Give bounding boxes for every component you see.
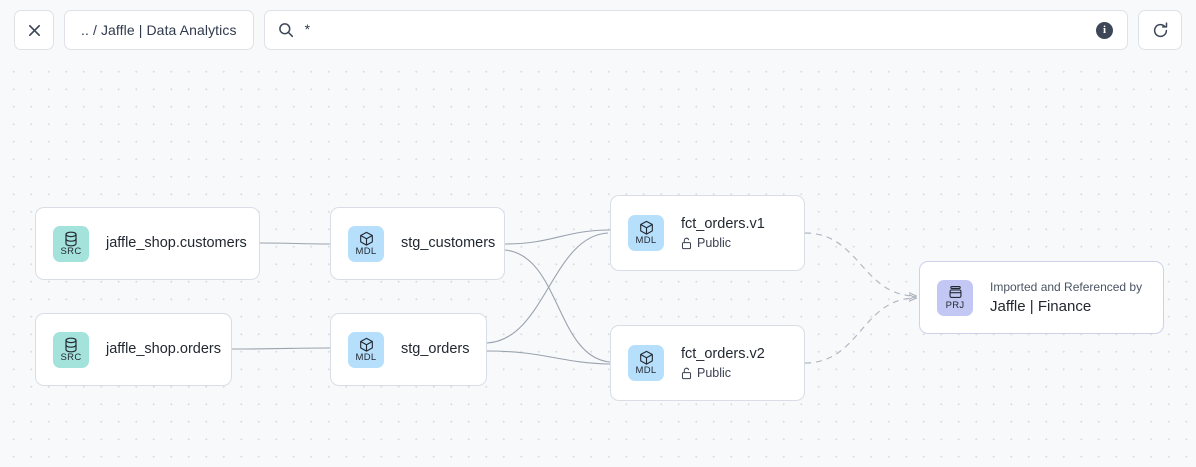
node-text: stg_customers [401, 234, 495, 253]
database-icon [64, 337, 78, 352]
badge-label: MDL [635, 235, 657, 246]
unlock-icon [681, 237, 692, 249]
badge-mdl: MDL [628, 215, 664, 251]
node-title: fct_orders.v2 [681, 345, 765, 362]
breadcrumb[interactable]: .. / Jaffle | Data Analytics [64, 10, 254, 50]
node-fct-orders-v1[interactable]: MDL fct_orders.v1 Public [610, 195, 805, 271]
search-value: * [304, 21, 311, 37]
edge-fctv1-project [804, 232, 916, 296]
cube-icon [639, 350, 654, 365]
project-icon [948, 285, 963, 300]
node-title: fct_orders.v1 [681, 215, 765, 232]
badge-label: SRC [60, 351, 82, 363]
node-text: jaffle_shop.orders [106, 340, 221, 359]
visibility-label: Public [697, 235, 732, 250]
close-button[interactable] [14, 10, 54, 50]
node-stg-orders[interactable]: MDL stg_orders [330, 313, 487, 386]
node-text: jaffle_shop.customers [106, 234, 247, 253]
node-kicker: Imported and Referenced by [990, 279, 1143, 294]
badge-label: MDL [355, 351, 377, 363]
badge-mdl: MDL [348, 331, 384, 368]
badge-mdl: MDL [348, 225, 384, 262]
unlock-icon [681, 367, 692, 379]
badge-label: SRC [60, 245, 82, 257]
node-jaffle-shop-customers[interactable]: SRC jaffle_shop.customers [35, 207, 260, 280]
toolbar: .. / Jaffle | Data Analytics * i [0, 0, 1196, 60]
node-title: jaffle_shop.customers [106, 235, 247, 251]
badge-label: MDL [635, 365, 657, 376]
node-visibility: Public [681, 365, 765, 382]
refresh-button[interactable] [1138, 10, 1182, 50]
cube-icon [359, 231, 374, 246]
node-jaffle-shop-orders[interactable]: SRC jaffle_shop.orders [35, 313, 232, 386]
node-title: stg_customers [401, 235, 496, 251]
badge-label: PRJ [945, 299, 965, 311]
node-fct-orders-v2[interactable]: MDL fct_orders.v2 Public [610, 325, 805, 401]
node-text: fct_orders.v2 Public [681, 345, 765, 382]
info-icon[interactable]: i [1096, 21, 1113, 39]
database-icon [64, 231, 78, 246]
edge-stgcust-fctv1 [504, 229, 611, 245]
cube-icon [359, 337, 374, 352]
edge-customers-stg [259, 242, 331, 245]
edge-fctv2-project [804, 298, 916, 364]
refresh-icon [1153, 21, 1167, 37]
node-text: Imported and Referenced by Jaffle | Fina… [990, 279, 1142, 317]
badge-prj: PRJ [937, 279, 973, 316]
badge-src: SRC [53, 331, 89, 368]
search-input[interactable]: * i [263, 10, 1128, 50]
node-title: jaffle_shop.orders [106, 341, 222, 357]
search-icon [278, 23, 293, 38]
edge-stgorders-fctv1 [486, 232, 609, 344]
close-icon [28, 24, 40, 36]
edge-orders-stg [231, 347, 331, 350]
node-text: fct_orders.v1 Public [681, 215, 765, 252]
node-stg-customers[interactable]: MDL stg_customers [330, 207, 505, 280]
visibility-label: Public [697, 365, 732, 380]
edge-stgcust-fctv2 [504, 249, 611, 363]
edge-stgorders-fctv2 [486, 350, 611, 365]
node-jaffle-finance-project[interactable]: PRJ Imported and Referenced by Jaffle | … [919, 261, 1164, 334]
node-title: stg_orders [401, 341, 470, 357]
breadcrumb-label: .. / Jaffle | Data Analytics [81, 22, 237, 38]
badge-mdl: MDL [628, 345, 664, 381]
node-title: Jaffle | Finance [990, 297, 1092, 315]
badge-src: SRC [53, 225, 89, 262]
node-text: stg_orders [401, 340, 470, 359]
node-visibility: Public [681, 235, 765, 252]
cube-icon [639, 220, 654, 235]
badge-label: MDL [355, 245, 377, 257]
lineage-canvas[interactable]: SRC jaffle_shop.customers SRC jaffle_sho… [0, 60, 1196, 467]
